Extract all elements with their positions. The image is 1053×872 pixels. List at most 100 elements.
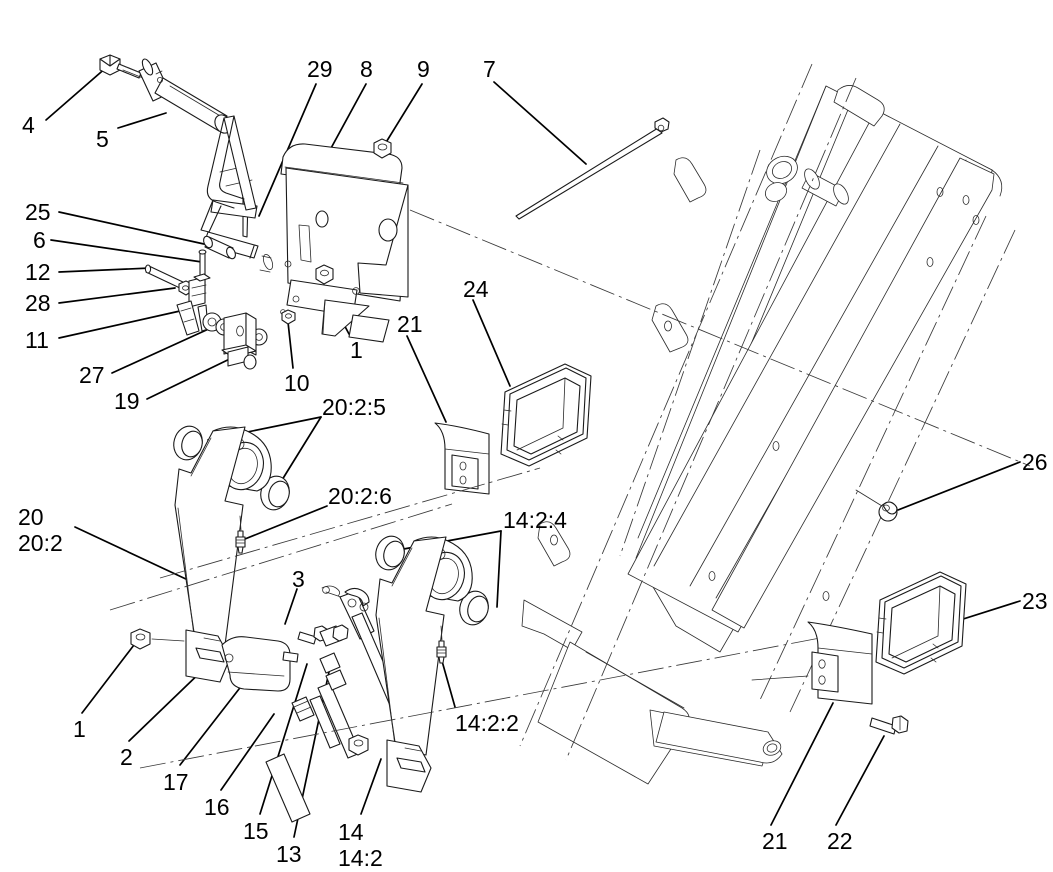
callout-12[interactable]: 12 [25,260,51,285]
callout-number: 20 [18,504,44,530]
callout-number: 6 [33,227,46,253]
callout-number: 14 [338,819,364,845]
part-5-gas-cylinder [138,58,232,134]
leader-line-10 [287,321,294,369]
leader-line-25 [58,211,214,247]
leader-line-19 [146,353,241,400]
callout-number: 29 [307,56,333,82]
callout-number: 13 [276,841,302,867]
callout-number: 8 [360,56,373,82]
callout-8[interactable]: 8 [360,56,373,82]
callout-number: 9 [417,56,430,82]
callout-4[interactable]: 4 [22,113,35,138]
leader-line-16 [220,713,275,791]
callout-number: 11 [25,327,49,353]
leader-line-26 [897,461,1021,511]
callout-number: 1 [73,716,86,742]
callout-number: 24 [463,276,489,302]
leader-line-1 [81,640,138,714]
callout-24[interactable]: 24 [463,276,489,302]
leader-line-21 [406,335,447,423]
callout-number: 26 [1022,449,1048,475]
callout-10[interactable]: 10 [284,370,310,396]
part-23-lamp-bezel [875,571,967,675]
callout-number: 23 [1022,588,1048,614]
part-20-arm-assembly-left [173,425,290,683]
callout-number: 14:2:4 [503,507,567,533]
callout-26[interactable]: 26 [1022,449,1048,475]
callout-15[interactable]: 15 [243,819,269,844]
callout-number: 28 [25,290,51,316]
part-19-block [221,312,257,370]
part-7-cable-tie-rod [515,117,670,220]
leader-line-8 [329,83,367,151]
callout-21[interactable]: 21 [762,829,788,854]
callout-27[interactable]: 27 [79,363,105,388]
callout-13[interactable]: 13 [276,841,302,867]
leader-line-22 [835,735,885,826]
callout-subnumber: 14:2 [338,844,383,871]
leader-line-24 [472,299,511,387]
callout-number: 14:2:2 [455,710,519,736]
callout-number: 19 [114,388,140,414]
leader-line-15 [259,663,308,815]
callout-29[interactable]: 29 [307,56,333,82]
callout-1[interactable]: 1 [350,338,363,363]
callout-number: 10 [284,370,310,396]
part-14-2-2-grease-fitting [436,625,447,664]
leader-line-3 [284,588,298,625]
callout-28[interactable]: 28 [25,290,51,316]
callout-number: 3 [292,566,305,592]
leader-line-5 [117,112,167,129]
part-10-nut-upper [281,309,296,325]
callout-1[interactable]: 1 [73,716,86,742]
part-1-flange-nut-lower [130,628,185,650]
callout-subnumber: 20:2 [18,529,63,556]
callout-5[interactable]: 5 [96,126,109,152]
callout-number: 21 [397,311,423,337]
callout-23[interactable]: 23 [1022,588,1048,614]
part-2-damper [221,636,299,692]
leader-line-7 [493,81,587,165]
callout-7[interactable]: 7 [483,57,496,82]
part-14-arm-assembly-right [375,535,489,793]
callout-3[interactable]: 3 [292,566,305,592]
callout-21[interactable]: 21 [397,311,423,337]
part-25-rod [203,235,236,260]
part-9-lock-nut [373,138,392,159]
leader-line-20 [74,526,189,581]
callout-22[interactable]: 22 [827,828,853,854]
callout-number: 2 [120,744,133,770]
callout-20-2-6[interactable]: 20:2:6 [328,483,392,509]
callout-9[interactable]: 9 [417,56,430,82]
callout-6[interactable]: 6 [33,227,46,253]
part-20-2-6-grease-fitting [235,515,246,554]
leader-line-12 [58,267,152,273]
leader-line-11 [58,310,181,339]
callout-2[interactable]: 2 [120,744,133,770]
callout-20-2-5[interactable]: 20:2:5 [322,394,386,420]
callout-25[interactable]: 25 [25,200,51,225]
part-21-shield-plate-center [434,422,490,495]
callout-number: 20:2:6 [328,483,392,509]
callout-14-2-4[interactable]: 14:2:4 [503,507,567,533]
callout-number: 20:2:5 [322,394,386,420]
callout-11[interactable]: 11 [25,327,49,353]
leader-line-28 [58,287,176,304]
callout-16[interactable]: 16 [204,795,230,820]
callout-14-2-2[interactable]: 14:2:2 [455,710,519,736]
part-1-flange-nut-upper [315,264,334,285]
leader-line-27 [111,326,214,374]
callout-number: 22 [827,828,853,854]
callout-number: 17 [163,769,189,795]
part-24-lamp-bezel [500,363,592,467]
callout-number: 5 [96,126,109,152]
callout-17[interactable]: 17 [163,769,189,795]
leader-line-14-2-4 [496,530,502,608]
leader-line-4 [45,65,109,121]
leader-line-9 [384,83,423,145]
part-26-knob [855,489,898,522]
callout-19[interactable]: 19 [114,388,140,414]
